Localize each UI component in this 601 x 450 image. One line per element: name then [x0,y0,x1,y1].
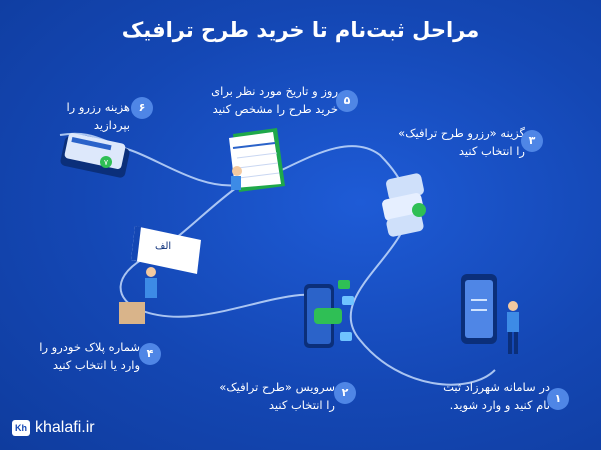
card-digit: ۷ [104,158,109,167]
step-4-text: شماره پلاک خودرو را وارد یا انتخاب کنید [20,338,140,374]
step-2-badge: ۲ [334,382,356,404]
phone-login-illustration [461,274,519,354]
step-2-text: سرویس «طرح ترافیک» را انتخاب کنید [205,378,335,414]
step-2-line2: را انتخاب کنید [268,398,335,412]
step-2-line1: سرویس «طرح ترافیک» [219,380,335,394]
step-5-line2: خرید طرح را مشخص کنید [212,102,338,116]
page-title: مراحل ثبت‌نام تا خرید طرح ترافیک [121,18,480,42]
step-4-line2: وارد یا انتخاب کنید [52,358,140,372]
license-plate-illustration: الف [119,226,201,324]
brand-name: khalafi.ir [35,419,95,436]
calendar-illustration [229,128,285,192]
step-3-text: گزینه «رزرو طرح ترافیک» را انتخاب کنید [395,124,525,160]
card-stack-illustration [382,173,426,237]
step-1-badge: ۱ [547,388,569,410]
brand-mark: Kh [12,420,30,436]
step-3-badge: ۳ [521,130,543,152]
step-6-text: هزینه رزرو را بپردازید [30,98,130,134]
step-6-badge: ۶ [131,97,153,119]
step-1-text: در سامانه شهرزاد ثبت نام کنید و وارد شوی… [415,378,550,414]
plate-text: الف [155,241,171,252]
step-5-badge: ۵ [336,90,358,112]
step-4-badge: ۴ [139,343,161,365]
step-3-line2: را انتخاب کنید [458,144,525,158]
step-5-line1: روز و تاریخ مورد نظر برای [211,84,338,98]
step-4-line1: شماره پلاک خودرو را [39,340,140,354]
step-1-line1: در سامانه شهرزاد ثبت [443,380,550,394]
payment-card-illustration: ۷ [60,132,130,178]
brand-logo: Kh khalafi.ir [12,419,95,437]
phone-services-illustration [304,280,354,348]
step-5-text: روز و تاریخ مورد نظر برای خرید طرح را مش… [178,82,338,118]
step-6-line1: هزینه رزرو را بپردازید [66,100,130,132]
step-1-line2: نام کنید و وارد شوید. [449,398,550,412]
step-3-line1: گزینه «رزرو طرح ترافیک» [398,126,525,140]
